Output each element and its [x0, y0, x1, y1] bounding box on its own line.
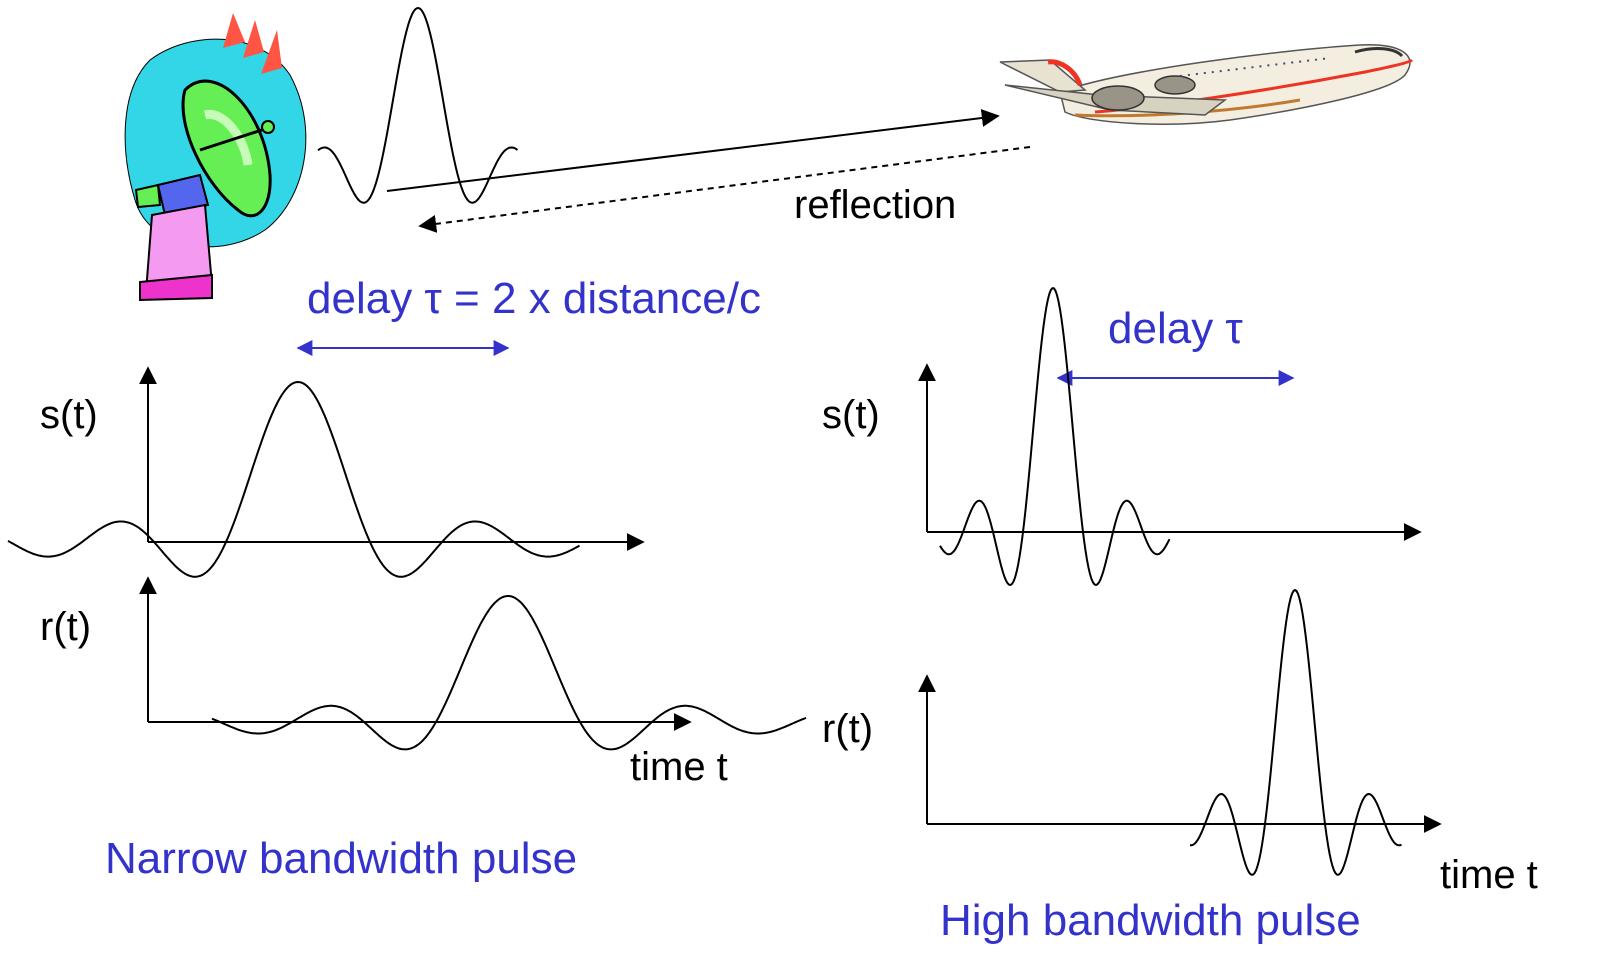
received-signal-label: r(t)	[822, 707, 873, 751]
narrow-transmitted-signal	[7, 381, 581, 578]
high-s-axes	[918, 363, 1422, 541]
high-bandwidth-caption: High bandwidth pulse	[940, 896, 1361, 945]
transmit-arrow	[386, 109, 1000, 192]
narrow-r-axes	[139, 576, 692, 731]
narrow-r-axis-label: r(t)	[40, 605, 91, 649]
narrow-bandwidth-caption: Narrow bandwidth pulse	[105, 834, 577, 883]
transmitted-pulse-wave	[317, 7, 519, 204]
narrow-time-axis-label: time t	[630, 745, 728, 789]
narrow-s-axes	[139, 366, 645, 551]
delay-formula-label: delay τ = 2 x distance/c	[307, 274, 761, 323]
reflection-label: reflection	[794, 183, 956, 227]
narrow-s-axis-label: s(t)	[40, 393, 98, 437]
reflection-arrow	[418, 146, 1031, 233]
delay-short-label: delay τ	[1108, 304, 1243, 353]
narrow-received-signal	[211, 595, 807, 751]
high-received-signal	[1190, 589, 1402, 876]
high-s-axis-label: s(t)	[822, 393, 880, 437]
airplane-icon	[999, 44, 1414, 125]
radar-dish-icon	[124, 13, 307, 302]
high-transmitted-signal	[939, 287, 1171, 586]
high-time-axis-label: time t	[1440, 853, 1538, 897]
